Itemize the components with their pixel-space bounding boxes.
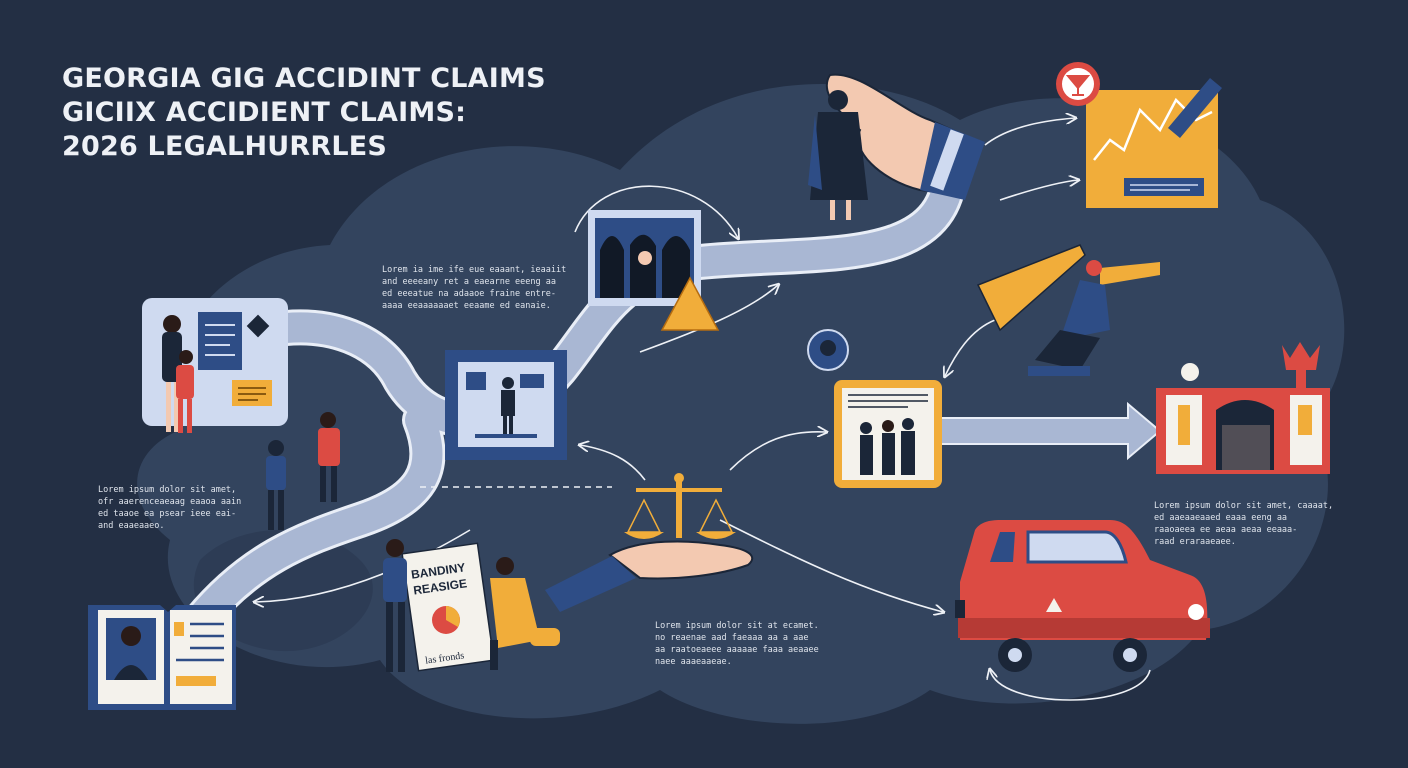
cocktail-icon	[1056, 62, 1100, 106]
chart-panel-top-right	[1086, 78, 1222, 208]
crown-icon	[1282, 342, 1320, 388]
cone-icon	[660, 276, 720, 331]
lawyer-figure	[808, 90, 868, 220]
bubble-icon	[1181, 363, 1199, 381]
caption-bottom-center: Lorem ipsum dolor sit at ecamet. no reae…	[655, 620, 819, 668]
caption-line: Lorem ipsum dolor sit at ecamet.	[655, 621, 819, 631]
big-right-arrow	[939, 401, 1162, 461]
magnifier-icon	[807, 329, 849, 371]
panel-silhouettes-top	[588, 210, 701, 306]
panel-group-photo	[834, 380, 942, 488]
panel-woman-document	[142, 298, 288, 433]
page-title: GEORGIA GIG ACCIDINT CLAIMS GICIIX ACCID…	[62, 62, 546, 164]
guitar-figure	[976, 244, 1160, 376]
poster-scene	[383, 539, 560, 672]
caption-line: no reaenae aad faeaaa aa a aae	[655, 633, 809, 643]
caption-line: ofr aaerenceaeaag eaaoa aain	[98, 497, 242, 507]
car-icon	[955, 520, 1210, 672]
caption-line: Lorem ia ime ife eue eaaant, ieaaiit	[382, 265, 567, 275]
caption-line: raaoaeea ee aeaa aeaa eeaaa-	[1154, 525, 1298, 535]
title-line-1: GEORGIA GIG ACCIDINT CLAIMS	[62, 63, 546, 94]
open-hand-icon	[545, 540, 754, 612]
caption-right: Lorem ipsum dolor sit amet, caaaat, ed a…	[1154, 500, 1333, 548]
caption-line: aaaa eeaaaaaaet eeaame ed eanaie.	[382, 301, 551, 311]
pointing-hand-icon	[825, 73, 985, 200]
open-book	[88, 605, 236, 710]
panel-red-courtroom	[1156, 388, 1330, 474]
people-walking	[266, 412, 340, 530]
poster-footer: las fronds	[425, 650, 465, 666]
caption-line: ed eeeatue na adaaoe fraine entre-	[382, 289, 556, 299]
title-line-3: 2026 LEGALHURRLES	[62, 131, 388, 162]
caption-left: Lorem ipsum dolor sit amet, ofr aaerence…	[98, 484, 241, 532]
caption-line: ed taaoe ea psear ieee eai-	[98, 509, 237, 519]
caption-line: raad eraraaeaee.	[1154, 537, 1236, 547]
caption-line: and eaaeaaeo.	[98, 521, 165, 531]
caption-top-center: Lorem ia ime ife eue eaaant, ieaaiit and…	[382, 264, 566, 312]
connector-arrows	[255, 118, 1151, 701]
caption-line: naee aaaeaaeae.	[655, 657, 732, 667]
caption-line: Lorem ipsum dolor sit amet, caaaat,	[1154, 501, 1334, 511]
title-line-2: GICIIX ACCIDIENT CLAIMS:	[62, 97, 467, 128]
caption-line: Lorem ipsum dolor sit amet,	[98, 485, 237, 495]
panel-monitor-presenter	[445, 350, 567, 460]
caption-line: and eeeeany ret a eaearne eeeng aa	[382, 277, 556, 287]
caption-line: ed aaeaaeaaed eaaa eeng aa	[1154, 513, 1288, 523]
caption-line: aa raatoeaeee aaaaae faaa aeaaee	[655, 645, 819, 655]
scale-of-justice-icon	[624, 473, 736, 539]
